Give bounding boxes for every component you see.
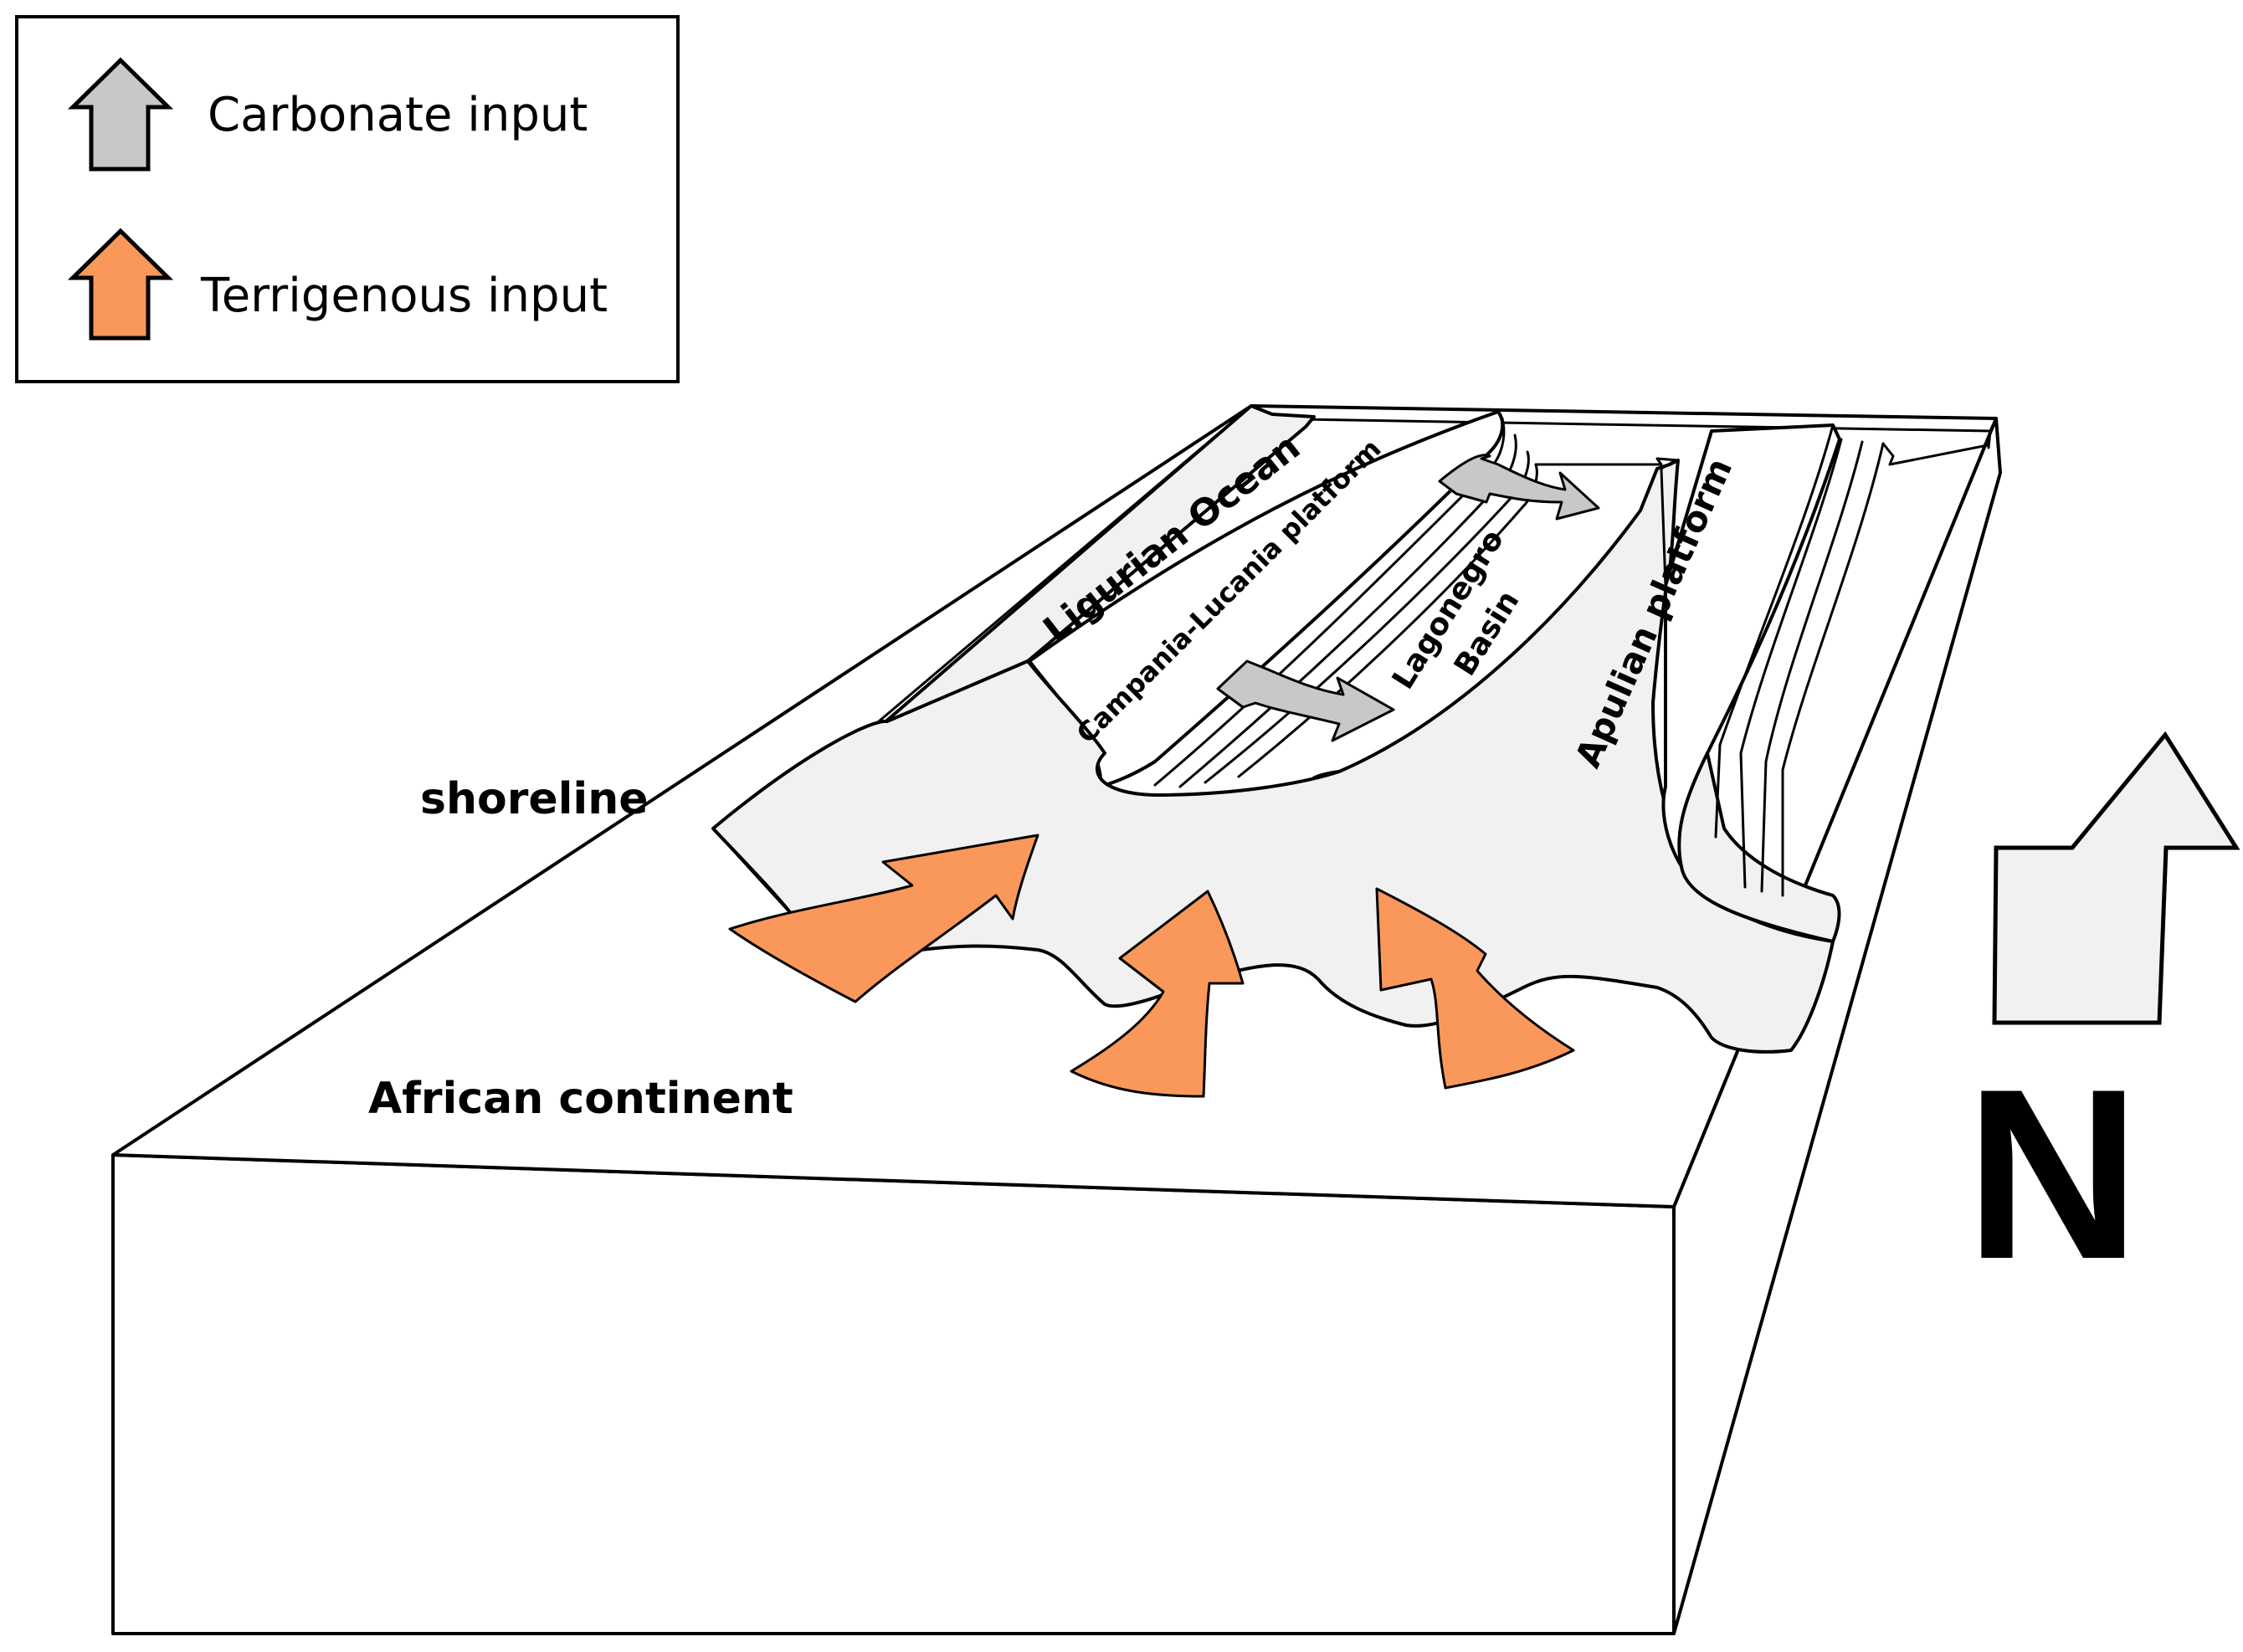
carbonate-input-arrow: [1216, 659, 1395, 742]
apulian-terrace-line-2: [1739, 438, 1843, 889]
terrigenous-legend-arrow-icon: [67, 228, 174, 341]
terrigenous-input-arrow: [1070, 890, 1245, 1098]
apulian-edge-step: [1881, 442, 1989, 466]
block-front-face: [111, 1153, 1676, 1635]
legend: Carbonate input Terrigenous input: [15, 15, 680, 383]
apulian-terrace-line-3: [1760, 440, 1864, 893]
north-label: N: [1965, 1039, 2140, 1310]
african-continent-label: African continent: [368, 1074, 793, 1124]
apulian-platform-area: [1660, 423, 1989, 943]
platform-terrace-line-2: [1178, 434, 1517, 788]
platform-terrace-line-1: [1153, 417, 1506, 787]
apulian-terrace-line-4: [1781, 442, 1885, 897]
shoreline-edge: [711, 827, 795, 918]
apulian-platform-front: [1677, 752, 1841, 943]
apulian-rear-slope: [1660, 459, 1677, 587]
carbonate-legend-label: Carbonate input: [208, 88, 588, 142]
terrigenous-input-arrow: [728, 834, 1039, 1003]
terrigenous-legend-label: Terrigenous input: [200, 269, 608, 323]
carbonate-input-arrow: [1438, 454, 1600, 521]
carbonate-legend-arrow-icon: [67, 57, 174, 172]
terrigenous-input-arrows: [728, 834, 1575, 1098]
north-arrow-icon: [1992, 731, 2240, 1025]
carbonate-input-arrows: [1216, 454, 1600, 742]
terrigenous-input-arrow: [1375, 887, 1575, 1090]
apulian-terrace-line-1: [1714, 423, 1835, 839]
north-indicator: N: [1965, 731, 2240, 1310]
shoreline-label: shoreline: [420, 774, 649, 824]
